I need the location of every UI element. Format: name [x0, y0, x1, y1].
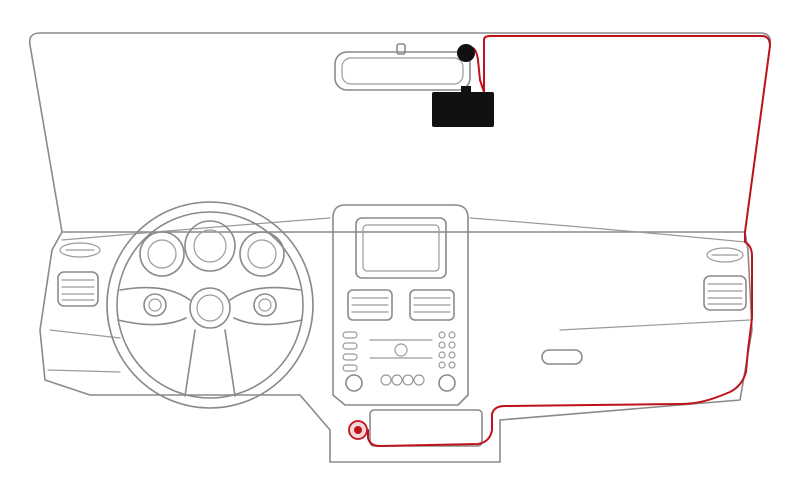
- infotainment-screen: [355, 217, 447, 279]
- dashcam-icon: [432, 44, 494, 127]
- glovebox-handle: [541, 349, 583, 365]
- center-console: [332, 204, 469, 406]
- left-control-buttons: [342, 331, 358, 372]
- left-speaker-grille: [59, 242, 101, 258]
- left-air-vent: [57, 271, 99, 307]
- center-control-buttons: [369, 339, 433, 386]
- left-knob: [345, 374, 363, 392]
- right-air-vent: [703, 275, 747, 311]
- windshield-icon: [28, 32, 772, 233]
- power-cable-route: [357, 35, 771, 447]
- power-socket-icon: [348, 420, 368, 440]
- dashboard-lower-line: [47, 319, 751, 373]
- dashboard-top-line: [61, 217, 746, 243]
- center-air-vents: [347, 289, 455, 321]
- right-speaker-grille: [706, 247, 744, 263]
- steering-wheel-icon: [106, 201, 314, 409]
- rearview-mirror-icon: [334, 43, 471, 91]
- right-knob: [438, 374, 456, 392]
- lower-console-tray: [369, 409, 483, 447]
- right-control-buttons: [438, 331, 456, 369]
